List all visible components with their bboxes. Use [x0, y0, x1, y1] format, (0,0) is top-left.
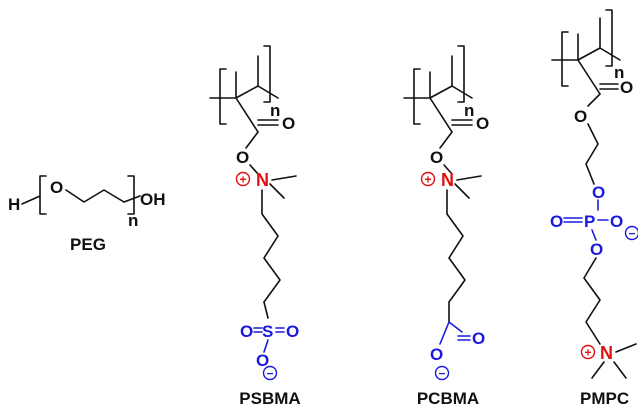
- psbma-anion-sign: −: [266, 367, 273, 381]
- psbma-bond-carbonyl: [235, 97, 259, 133]
- pcbma-carbonyl-o: O: [476, 114, 489, 133]
- psbma-carbonyl-o: O: [282, 114, 295, 133]
- pcbma-backbone: [429, 55, 473, 99]
- pcbma-n-methyls: [454, 175, 482, 199]
- psbma-bond-o-n: [249, 164, 259, 175]
- psbma-backbone: [235, 55, 279, 99]
- psbma-double-bond-o: [257, 119, 279, 126]
- psbma-n-atom: N: [256, 170, 269, 190]
- pmpc-bond-p-bottom: [591, 229, 597, 241]
- pmpc-anion-icon: [624, 225, 638, 241]
- pmpc-n-methyls: [591, 343, 637, 379]
- pcbma-alkyl-chain: [446, 189, 466, 323]
- pcbma-bond-o-n: [443, 164, 453, 175]
- psbma-o-minus-atom: O: [256, 351, 269, 370]
- pmpc-backbone: [577, 17, 621, 61]
- psbma-structure: n O O + N O S O O − PSBMA: [209, 45, 301, 408]
- pmpc-phosphate-o-bottom: O: [590, 240, 603, 259]
- psbma-cation-sign: +: [239, 173, 246, 187]
- pcbma-bond-ester: [439, 131, 453, 149]
- psbma-n-subscript: n: [270, 101, 280, 120]
- pmpc-bond-carbonyl: [577, 59, 601, 95]
- pmpc-phosphate-o-top: O: [592, 183, 605, 202]
- pcbma-n-atom: N: [441, 170, 454, 190]
- pcbma-ester-o: O: [430, 148, 443, 167]
- pmpc-n-atom: N: [600, 343, 613, 363]
- pcbma-right-bracket: [457, 45, 465, 103]
- psbma-bond-o-minus: [263, 339, 269, 353]
- pcbma-carboxyl-o: O: [472, 329, 485, 348]
- pmpc-phosphate-o-left: O: [550, 212, 563, 231]
- peg-chain: [65, 189, 125, 203]
- pcbma-left-bracket: [413, 68, 421, 125]
- psbma-s-atom: S: [262, 322, 273, 341]
- psbma-n-methyls: [269, 175, 297, 199]
- pmpc-cation-icon: [580, 344, 596, 360]
- psbma-left-bracket: [219, 68, 227, 125]
- pcbma-cation-icon: [420, 171, 436, 187]
- psbma-sulfonate-o1: O: [240, 322, 253, 341]
- pcbma-bond-o-minus: [439, 321, 450, 345]
- psbma-double-bond-s1: [253, 327, 263, 333]
- pcbma-anion-icon: [434, 365, 450, 381]
- psbma-cation-icon: [235, 171, 251, 187]
- pmpc-ethyl-chain: [585, 123, 599, 185]
- pcbma-double-bond-o: [451, 119, 473, 126]
- peg-right-bracket: [127, 175, 135, 215]
- pmpc-n-subscript: n: [614, 63, 624, 82]
- pmpc-structure: n O O O O P O − O + N PMPC: [550, 9, 638, 408]
- pcbma-carboxyl-bonds: [448, 321, 471, 341]
- pmpc-name-label: PMPC: [580, 389, 629, 408]
- pmpc-p-atom: P: [584, 212, 595, 231]
- psbma-right-bracket: [263, 45, 271, 103]
- pmpc-ester-o: O: [574, 107, 587, 126]
- peg-name-label: PEG: [70, 235, 106, 254]
- peg-o-atom: O: [50, 178, 63, 197]
- pcbma-name-label: PCBMA: [417, 389, 479, 408]
- pcbma-cation-sign: +: [424, 173, 431, 187]
- pmpc-propyl-chain: [583, 257, 601, 345]
- psbma-double-bond-s2: [275, 327, 285, 333]
- pmpc-bond-ester: [587, 93, 601, 107]
- pmpc-phosphate-o-right: O: [610, 212, 623, 231]
- pcbma-anion-sign: −: [438, 367, 445, 381]
- psbma-bond-ester: [245, 131, 259, 149]
- psbma-alkyl-chain: [261, 189, 281, 303]
- pmpc-right-bracket: [605, 9, 613, 67]
- psbma-ester-o: O: [236, 148, 249, 167]
- peg-bond-oh: [123, 195, 141, 203]
- pmpc-left-bracket: [561, 31, 569, 87]
- psbma-anion-icon: [262, 365, 278, 381]
- peg-n-subscript: n: [128, 211, 138, 230]
- pmpc-double-bond-o: [599, 83, 619, 90]
- psbma-bond-s: [263, 301, 269, 319]
- pmpc-cation-sign: +: [584, 346, 591, 360]
- peg-oh-group: OH: [140, 190, 166, 209]
- pcbma-o-minus-atom: O: [430, 345, 443, 364]
- pmpc-double-bond-p: [563, 217, 583, 223]
- pmpc-carbonyl-o: O: [620, 78, 633, 97]
- pcbma-bond-carbonyl: [429, 97, 453, 133]
- pmpc-anion-sign: −: [628, 227, 635, 241]
- psbma-sulfonate-o2: O: [286, 322, 299, 341]
- pcbma-n-subscript: n: [464, 101, 474, 120]
- pcbma-structure: n O O + N O O − PCBMA: [403, 45, 489, 408]
- peg-h-atom: H: [8, 195, 20, 214]
- peg-left-bracket: [39, 175, 47, 215]
- peg-bond-h: [21, 195, 41, 205]
- peg-structure: H O n OH PEG: [8, 175, 166, 254]
- psbma-name-label: PSBMA: [239, 389, 300, 408]
